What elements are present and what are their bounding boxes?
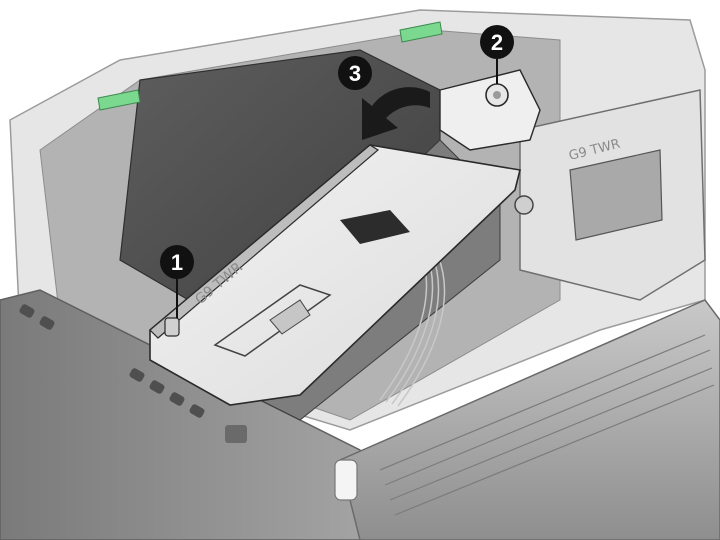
- callout-2-number: 2: [491, 30, 503, 55]
- bracket-lip: [149, 144, 380, 339]
- callout-1: 1: [160, 245, 194, 279]
- thumbscrew-bracket: [439, 69, 541, 151]
- bracket-cutout-square: [340, 210, 410, 244]
- callout-3: 3: [338, 56, 372, 90]
- bracket-plate: [149, 144, 521, 406]
- chassis-side-panel: [339, 299, 720, 540]
- cage-window: [569, 149, 663, 241]
- chassis-rail: [334, 459, 358, 501]
- bracket-cutout-slot: [213, 284, 332, 357]
- thumbscrew-assembly: [439, 69, 541, 151]
- callout-3-number: 3: [349, 61, 361, 86]
- cage-screw: [514, 195, 534, 215]
- green-tab-left: [97, 89, 141, 111]
- side-panel-ribs: [379, 334, 715, 516]
- green-tab-top: [399, 21, 443, 43]
- drive-cage: G9 TWR: [514, 89, 706, 301]
- latch-tab: [164, 317, 180, 337]
- callout-2: 2: [480, 25, 514, 59]
- callout-1-number: 1: [171, 250, 183, 275]
- mounting-bracket: G9 TWR: [149, 144, 521, 406]
- thumbscrew-head: [493, 91, 501, 99]
- bracket-cutout-tab: [269, 299, 311, 335]
- release-tabs: [97, 21, 443, 111]
- front-vents: [19, 304, 247, 443]
- rotate-arrow: [362, 87, 430, 140]
